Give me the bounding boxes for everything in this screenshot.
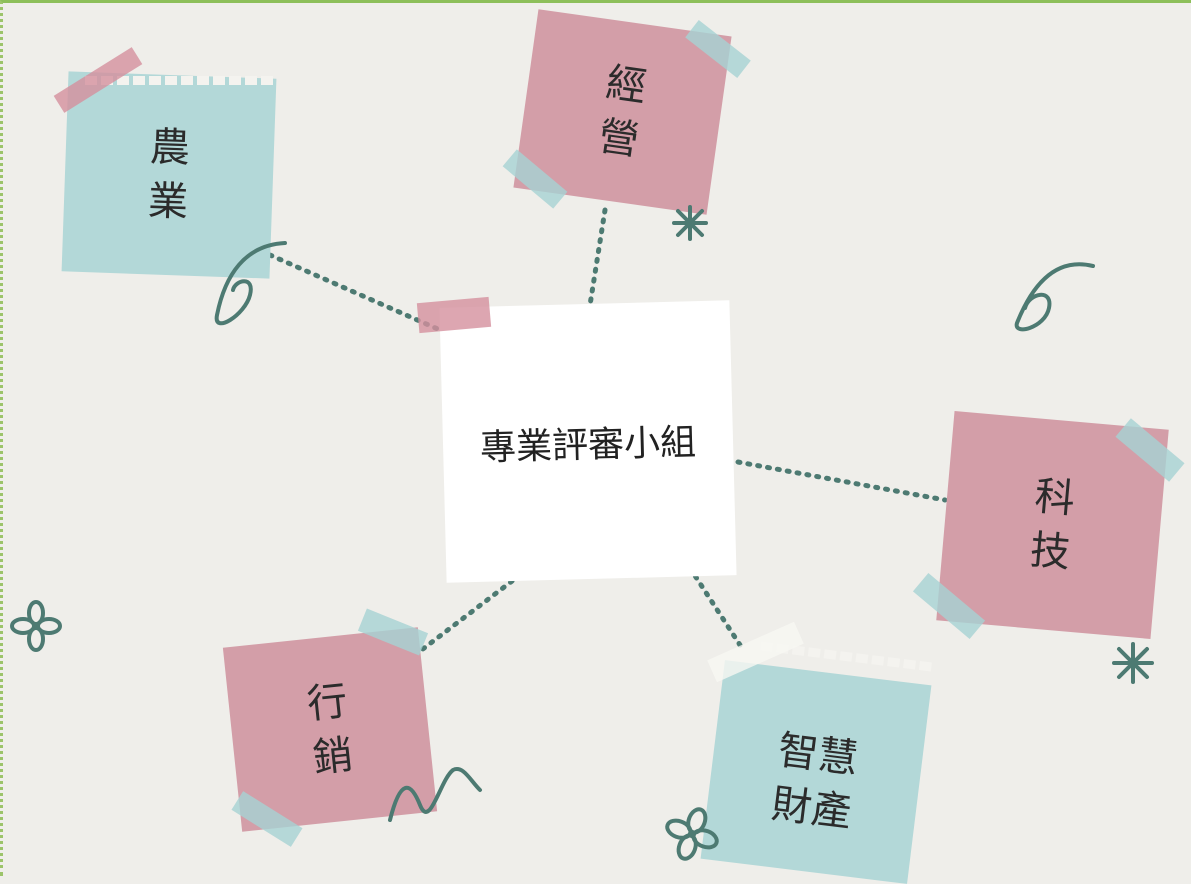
note-technology-label: 科技 [1028, 473, 1077, 577]
note-ip-label: 智慧財產 [768, 727, 861, 837]
connector-technology [735, 459, 948, 503]
swirl-icon [1014, 262, 1095, 332]
asterisk-icon [1112, 642, 1154, 684]
flower-icon [665, 807, 719, 861]
connector-ip [687, 565, 743, 648]
center-card: 專業評審小組 [439, 300, 737, 583]
connector-agriculture [267, 252, 443, 333]
connector-marketing [412, 572, 523, 658]
connector-management [587, 207, 608, 308]
note-agriculture-label: 農業 [147, 124, 191, 226]
flower-icon [10, 600, 62, 652]
squiggle-icon [388, 767, 482, 822]
swirl-icon [214, 241, 287, 326]
note-management-label: 經營 [595, 59, 650, 165]
center-card-label: 專業評審小組 [479, 421, 697, 469]
asterisk-icon [672, 205, 708, 241]
tape-center [416, 296, 492, 334]
note-marketing-label: 行銷 [304, 677, 356, 782]
note-ip: 智慧財產 [700, 660, 932, 884]
